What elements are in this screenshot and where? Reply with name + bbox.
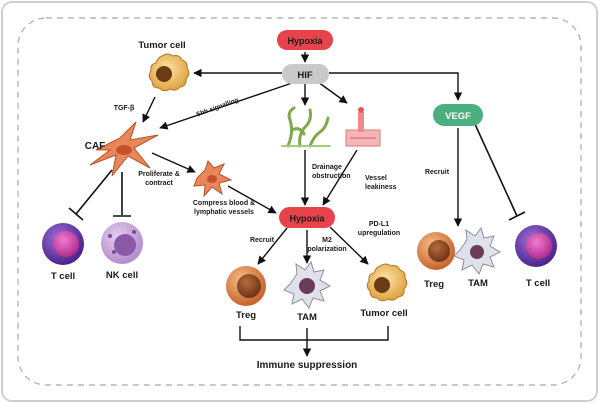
leaky-vessel <box>345 107 381 147</box>
edge-label-compress-2: lymphatic vessels <box>194 209 254 216</box>
tumor-cell-center <box>366 263 408 302</box>
edge-label-vessel-2: leakiness <box>365 184 397 191</box>
tam-center-label: TAM <box>297 312 317 323</box>
hif-node: HIF <box>282 64 329 84</box>
vegf-label: VEGF <box>445 111 471 122</box>
leaky-vessel-tip <box>358 107 364 113</box>
edge-label-pdl1-1: PD-L1 <box>369 221 389 228</box>
treg-center-nucleus <box>237 274 261 298</box>
tam-right-nucleus <box>470 245 484 259</box>
hypoxia-mid-node: Hypoxia <box>279 207 335 228</box>
hypoxia-top-node: Hypoxia <box>277 30 333 50</box>
leaky-vessel-sprout <box>358 112 364 132</box>
tumor-cell-top-nucleus <box>156 66 172 82</box>
treg-right-nucleus <box>428 240 450 262</box>
t-cell-left <box>42 223 84 265</box>
caf-label: CAF <box>85 141 106 152</box>
nk-granule-3 <box>132 230 136 234</box>
nk-cell-nucleus <box>114 234 136 256</box>
contracting-caf-nucleus <box>207 175 217 183</box>
edge-label-proliferate-1: Proliferate & <box>138 171 180 178</box>
inhibit-bar-tcell-right <box>508 211 526 221</box>
tam-center <box>283 260 332 309</box>
bracket-suppression <box>239 326 389 341</box>
arrows <box>142 52 463 357</box>
inhibit-caf-tcell <box>75 169 113 215</box>
edge-label-drainage-1: Drainage <box>312 164 342 171</box>
treg-right-label: Treg <box>424 279 444 290</box>
outcome-label: Immune suppression <box>257 360 358 371</box>
edge-label-drainage-2: obstruction <box>312 173 351 180</box>
treg-center-label: Treg <box>236 310 256 321</box>
arrow-hif-vegf <box>329 72 463 101</box>
edge-label-m2-1: M2 <box>322 237 332 244</box>
tam-right <box>453 226 502 275</box>
lymph-branch-3 <box>308 116 330 148</box>
hypoxia-mid-label: Hypoxia <box>289 214 325 224</box>
hif-label: HIF <box>297 70 313 81</box>
arrow-vessel-hypoxia <box>322 149 358 206</box>
edge-label-pdl1-2: upregulation <box>358 230 400 237</box>
nk-granule-2 <box>112 250 116 254</box>
dashed-border <box>17 17 582 386</box>
hif-pill <box>282 64 329 84</box>
vegf-pill <box>433 104 483 126</box>
arrow-caf-contract <box>151 152 196 173</box>
tumor-cell-center-label: Tumor cell <box>360 308 407 319</box>
hypoxia-top-pill <box>277 30 333 50</box>
arrow-hif-caf <box>159 81 296 130</box>
treg-center <box>226 266 266 306</box>
lymphatic-vessels <box>281 106 331 148</box>
edge-label-recruit-center: Recruit <box>250 237 275 244</box>
t-cell-right-nucleus <box>526 233 552 259</box>
t-cell-right <box>515 225 557 267</box>
edge-label-vessel-1: Vessel <box>365 175 387 182</box>
treg-right <box>417 232 455 270</box>
vegf-node: VEGF <box>433 104 483 126</box>
arrow-hif-vessel <box>317 81 348 104</box>
t-cell-left-label: T cell <box>51 271 75 282</box>
lymph-branch-4 <box>290 127 306 136</box>
caf-nucleus <box>116 145 132 155</box>
arrow-hypoxia-treg <box>257 227 288 265</box>
tumor-cell-top <box>148 53 190 92</box>
edge-label-proliferate-2: contract <box>145 180 173 187</box>
edge-label-recruit-right: Recruit <box>425 169 450 176</box>
arrow-tumor-caf <box>142 96 156 123</box>
arrow-contract-hypoxia <box>227 185 277 214</box>
hypoxia-mid-pill <box>279 207 335 228</box>
edge-label-compress-1: Compress blood & <box>193 200 255 207</box>
hypoxia-top-label: Hypoxia <box>287 36 323 46</box>
arrow-hypoxia-tumor <box>329 226 369 265</box>
nk-cell-label: NK cell <box>106 270 138 281</box>
caf-cell <box>89 121 159 177</box>
inhibit-vegf-tcell <box>473 121 518 217</box>
edge-label-m2-2: polarization <box>307 246 346 253</box>
edge-label-tgf-beta: TGF-β <box>114 105 135 112</box>
tumor-cell-center-nucleus <box>374 277 390 293</box>
t-cell-left-nucleus <box>53 231 79 257</box>
nk-granule-1 <box>108 234 112 238</box>
contracting-caf <box>193 160 233 198</box>
lymph-branch-1 <box>286 106 296 148</box>
tumor-cell-top-label: Tumor cell <box>138 40 185 51</box>
inhibitions <box>68 121 526 221</box>
lymph-branch-2 <box>298 108 312 148</box>
tam-right-label: TAM <box>468 278 488 289</box>
nk-cell <box>101 222 143 264</box>
t-cell-right-label: T cell <box>526 278 550 289</box>
tam-center-nucleus <box>299 278 315 294</box>
inhibit-bar-tcell <box>68 207 84 221</box>
